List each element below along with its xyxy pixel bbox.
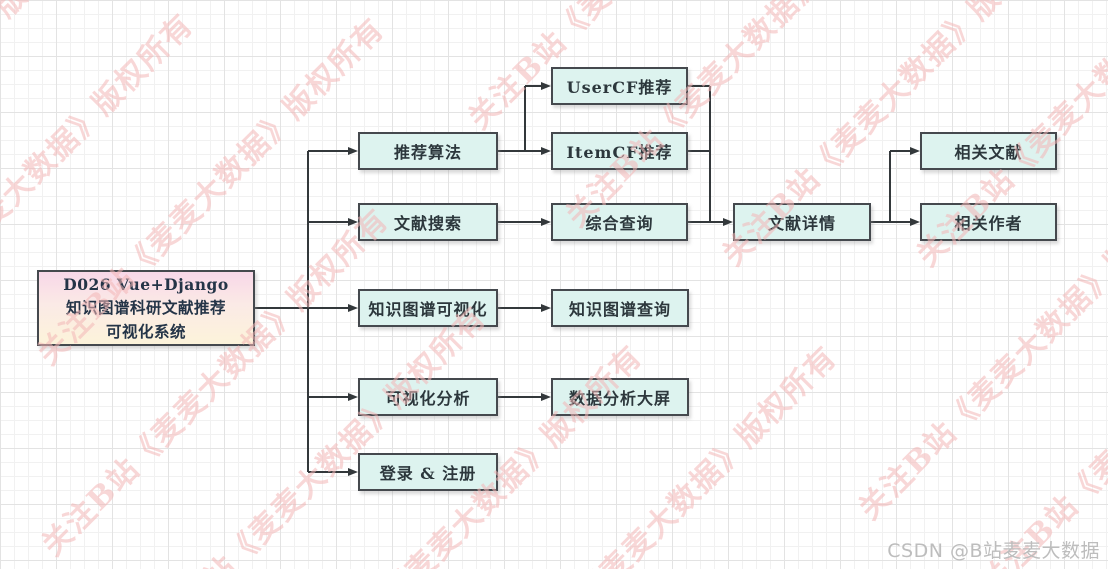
root-title-line1: D026 Vue+Django (63, 275, 229, 295)
node-combined-query: 综合查询 (551, 203, 688, 241)
node-login-register: 登录 & 注册 (358, 453, 498, 491)
node-visual-analysis: 可视化分析 (358, 378, 498, 416)
root-title-line2: 知识图谱科研文献推荐 (65, 298, 226, 318)
node-itemcf: ItemCF推荐 (551, 132, 688, 170)
node-kg-visualization: 知识图谱可视化 (358, 289, 498, 327)
csdn-credit: CSDN @B站麦麦大数据 (887, 540, 1100, 562)
node-related-literature: 相关文献 (920, 132, 1057, 170)
node-root-system: D026 Vue+Django 知识图谱科研文献推荐 可视化系统 (37, 270, 255, 346)
node-recommend-algo: 推荐算法 (358, 132, 498, 170)
node-literature-detail: 文献详情 (733, 203, 871, 241)
root-title-line3: 可视化系统 (105, 321, 186, 341)
node-data-dashboard: 数据分析大屏 (551, 378, 689, 416)
node-literature-search: 文献搜索 (358, 203, 498, 241)
node-usercf: UserCF推荐 (551, 67, 688, 105)
node-kg-query: 知识图谱查询 (551, 289, 689, 327)
node-related-authors: 相关作者 (920, 203, 1057, 241)
